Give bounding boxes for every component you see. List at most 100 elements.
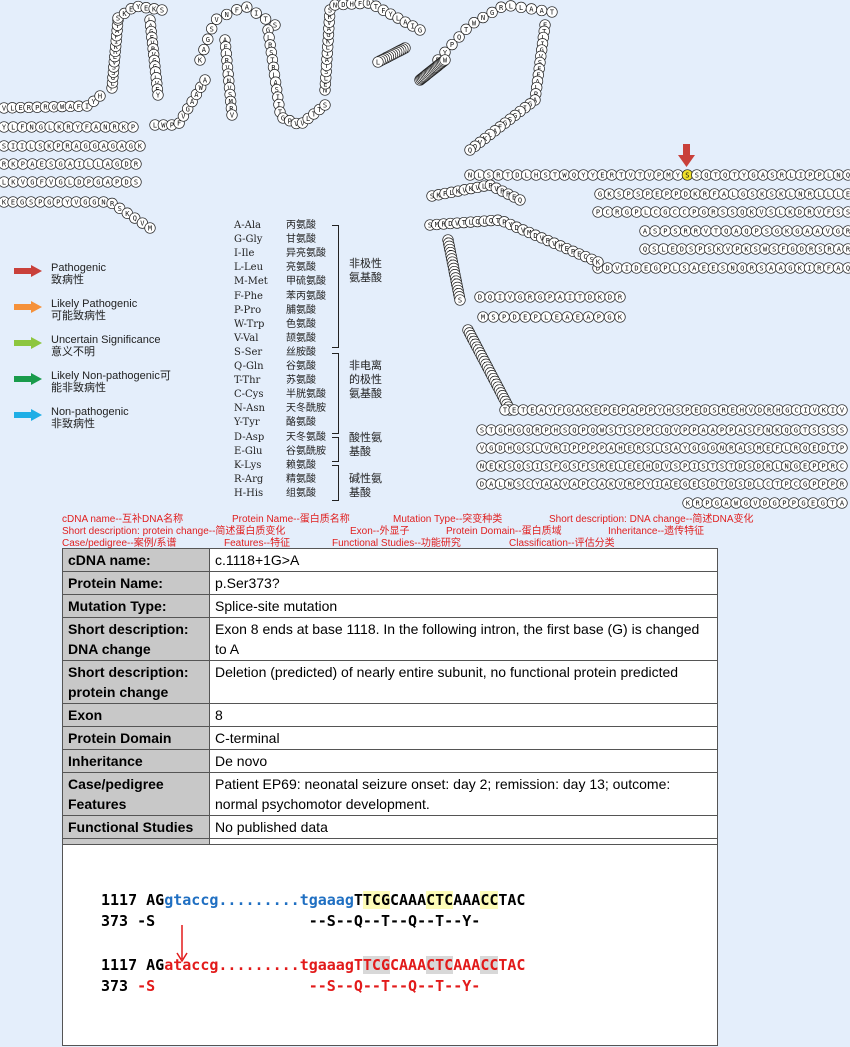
residue-letter: G [518,294,522,302]
aa-chinese-name: 苏氨酸 [286,375,316,387]
aa-abbreviation: H-His [234,487,264,499]
residue-letter: A [327,25,332,33]
residue-letter: P [87,179,91,187]
residue-letter: G [503,120,507,128]
residue-letter: S [676,407,680,415]
residue-letter: L [731,191,735,199]
residue-letter: P [646,427,650,435]
segment-s4-down: EQDVAWLLTYFFGL [372,42,411,68]
residue-letter: G [83,143,87,151]
residue-letter: I [77,161,81,169]
residue-letter: G [111,143,115,151]
residue-letter: E [600,172,604,180]
residue-letter: L [655,445,659,453]
residue-letter: M [148,225,152,233]
group-label: 碱性氨 [349,473,382,485]
residue-letter: D [655,463,659,471]
residue-letter: T [506,172,511,180]
residue-letter: R [846,246,850,254]
intron-ellipsis: ......... [218,956,300,974]
residue-letter: Q [740,209,744,217]
residue-letter: I [11,143,15,151]
aa-abbreviation: S-Ser [234,346,263,358]
residue [198,43,210,56]
residue-letter: K [326,37,331,45]
residue-letter: A [540,7,545,15]
residue-letter: R [110,200,115,208]
residue-letter: S [29,199,33,207]
residue-letter: K [779,191,784,199]
row-label: Functional Studies [62,815,210,839]
residue-letter: R [2,161,7,169]
residue-letter: V [227,84,232,92]
aa-chinese-name: 谷氨酰胺 [286,445,326,457]
row-value: p.Ser373? [209,571,718,595]
residue-letter: A [533,97,538,105]
residue-letter: D [77,179,81,187]
residue-letter: P [581,481,585,489]
residue-letter: N [784,463,788,471]
residue-letter: E [512,407,516,415]
residue-letter: E [812,445,816,453]
residue-letter: R [327,13,332,21]
residue-letter: I [226,71,230,79]
residue-letter: T [263,16,268,24]
residue-letter: G [654,265,658,273]
residue-letter: S [508,116,512,124]
residue-letter: S [759,265,763,273]
residue-letter: G [20,199,24,207]
residue-letter: L [110,79,114,87]
residue [460,23,472,35]
mutant-bases: T [353,956,363,974]
exon-bases: T [353,891,363,909]
residue-letter: L [324,74,328,82]
aa-abbreviation: K-Lys [234,459,262,471]
residue-letter: D [608,294,612,302]
residue-letter: D [758,407,762,415]
polar-bracket [332,353,339,434]
residue-letter: G [803,481,807,489]
residue-letter: Q [846,265,850,273]
residue-letter: Q [591,427,595,435]
residue-letter: K [788,209,793,217]
residue-letter: L [541,34,545,42]
residue-letter: S [701,463,705,471]
residue-letter: L [113,53,117,61]
residue-letter: G [517,445,521,453]
row-value: c.1118+1G>A [209,548,718,572]
residue-letter: S [591,463,595,471]
residue-letter: G [58,179,62,187]
legend-label-en: Non-pathogenic [51,406,129,418]
residue-letter: P [705,500,709,508]
residue-letter: G [794,427,798,435]
arrow-icon [14,337,42,349]
residue-letter: G [794,463,798,471]
residue-letter: R [225,57,230,65]
table-row: Protein Name:p.Ser373? [62,571,718,595]
mutant-bases: AAA [453,956,481,974]
residue-letter: S [526,463,530,471]
residue-letter: L [48,124,52,132]
residue-letter: S [118,205,122,213]
residue-letter: G [821,500,825,508]
residue-letter: K [47,143,52,151]
residue-letter: Y [443,49,448,57]
residue-letter: F [498,124,502,132]
residue-letter: P [634,209,638,217]
residue-letter: N [766,427,770,435]
residue [206,23,218,35]
residue-letter: G [47,199,51,207]
residue-letter: S [273,22,277,30]
residue-letter: S [111,69,115,77]
residue-letter: Q [473,143,477,151]
residue-letter: L [68,179,72,187]
residue-letter: Q [572,427,576,435]
residue-letter: S [765,228,769,236]
aa-chinese-name: 半胱氨酸 [286,389,326,401]
